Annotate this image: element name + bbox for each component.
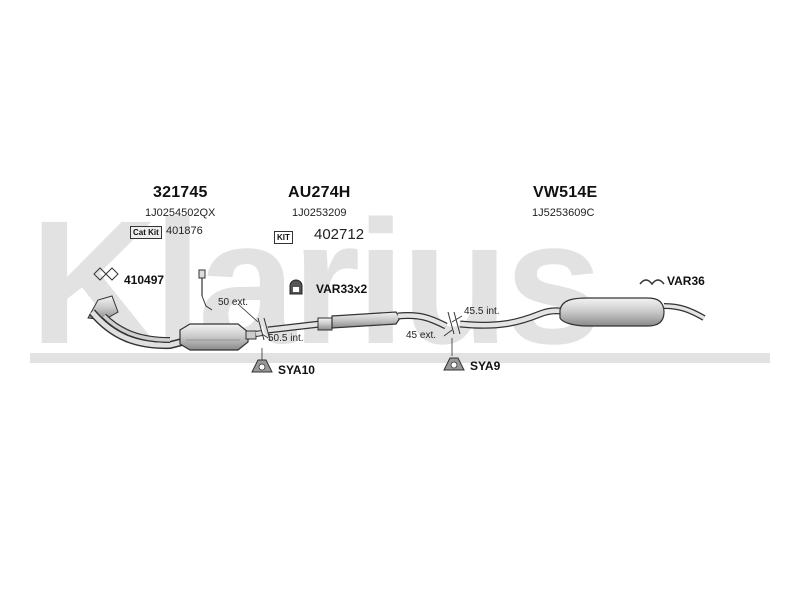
joint-1-marks — [257, 317, 271, 341]
dimension-label-2: 50.5 int. — [268, 333, 304, 344]
mount-label-2: SYA9 — [470, 359, 501, 373]
dimension-label-3: 45.5 int. — [464, 306, 500, 317]
front-downpipe — [87, 295, 187, 350]
kit-number: 402712 — [314, 226, 365, 243]
joint-2-marks — [447, 311, 461, 335]
middle-section — [267, 311, 448, 334]
cat-kit-badge: Cat Kit — [130, 226, 162, 239]
lambda-sensor — [198, 269, 213, 311]
hanger-icon — [639, 279, 665, 286]
part-number-rear: VW514E — [533, 184, 598, 201]
rubber-mount-icon-2 — [443, 357, 465, 371]
catalytic-converter — [179, 323, 257, 351]
hanger-label: VAR36 — [667, 274, 705, 288]
rear-section — [459, 297, 706, 329]
kit-badge: KIT — [274, 231, 293, 244]
gasket-number: 410497 — [124, 273, 165, 287]
gasket-icon — [93, 267, 119, 281]
clamp-icon — [289, 279, 303, 295]
clamp-label: VAR33x2 — [316, 282, 368, 296]
watermark-underline — [30, 353, 770, 363]
mount-label-1: SYA10 — [278, 363, 315, 377]
dimension-label-4: 45 ext. — [406, 330, 437, 341]
leader-lines — [237, 303, 463, 366]
oem-ref-rear: 1J5253609C — [532, 207, 595, 219]
dimension-label-1: 50 ext. — [218, 297, 249, 308]
oem-ref-front: 1J0254502QX — [145, 207, 216, 219]
rubber-mount-icon-1 — [251, 359, 273, 373]
part-number-middle: AU274H — [288, 184, 351, 201]
oem-ref-middle: 1J0253209 — [292, 207, 347, 219]
cat-kit-number: 401876 — [166, 225, 203, 237]
part-number-front: 321745 — [153, 184, 208, 201]
